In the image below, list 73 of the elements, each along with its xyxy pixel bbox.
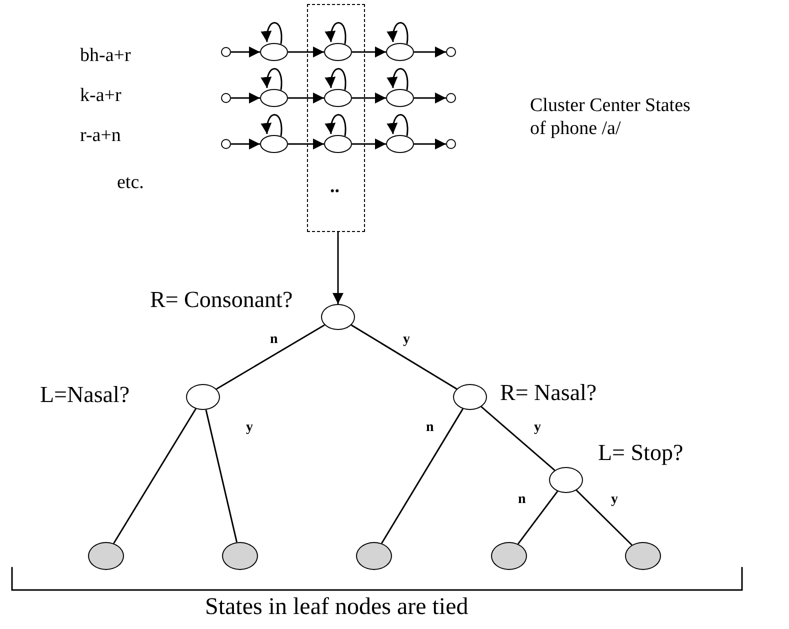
self-loop-arrow	[261, 22, 282, 44]
arrow	[288, 138, 324, 150]
self-loop-arrow	[325, 22, 346, 44]
question-label: L= Stop?	[598, 440, 684, 466]
dashed-group-box	[307, 4, 365, 232]
state-ellipse	[324, 134, 352, 152]
arrow	[288, 92, 324, 104]
entry-exit-state	[446, 47, 456, 57]
branch-line	[113, 408, 196, 544]
self-loop-arrow	[387, 114, 408, 136]
arrow	[352, 92, 386, 104]
caption-text: States in leaf nodes are tied	[205, 594, 468, 621]
model-label: k-a+r	[80, 85, 122, 107]
arrow	[332, 232, 344, 304]
question-label: R= Nasal?	[500, 380, 597, 406]
etc-text: etc.	[117, 172, 144, 194]
state-ellipse	[260, 43, 288, 61]
entry-exit-state	[221, 93, 231, 103]
state-ellipse	[260, 135, 288, 153]
edge-label: n	[518, 492, 526, 508]
branch-line	[216, 324, 325, 390]
arrow	[352, 138, 386, 150]
question-label: L=Nasal?	[40, 382, 130, 408]
self-loop-arrow	[325, 114, 346, 136]
edge-label: n	[426, 420, 434, 436]
entry-exit-state	[446, 93, 456, 103]
decision-node	[453, 384, 487, 410]
model-label: bh-a+r	[80, 45, 131, 67]
branch-line	[517, 490, 558, 544]
self-loop-arrow	[325, 68, 346, 90]
edge-label: y	[534, 420, 541, 436]
decision-node	[321, 304, 355, 330]
edge-label: y	[611, 492, 618, 508]
arrow	[231, 138, 260, 150]
state-ellipse	[324, 88, 352, 106]
self-loop-arrow	[387, 68, 408, 90]
arrow	[231, 46, 260, 58]
self-loop-arrow	[387, 22, 408, 44]
arrow	[414, 92, 446, 104]
edge-label: y	[246, 420, 253, 436]
arrow	[414, 138, 446, 150]
edge-label: y	[403, 332, 410, 348]
arrow	[414, 46, 446, 58]
entry-exit-state	[446, 139, 456, 149]
arrow	[288, 46, 324, 58]
question-label: R= Consonant?	[150, 287, 293, 313]
edge-label: n	[270, 332, 278, 348]
leaf-node	[222, 542, 258, 570]
branch-line	[576, 490, 632, 546]
entry-exit-state	[221, 139, 231, 149]
branch-line	[205, 410, 238, 542]
branch-line	[381, 408, 464, 544]
state-ellipse	[386, 89, 414, 107]
model-label: r-a+n	[80, 125, 121, 147]
self-loop-arrow	[261, 68, 282, 90]
arrow	[352, 46, 386, 58]
leaf-node	[625, 542, 661, 570]
leaf-node	[88, 542, 124, 570]
branch-line	[350, 324, 458, 390]
state-ellipse	[386, 135, 414, 153]
entry-exit-state	[221, 47, 231, 57]
state-ellipse	[324, 42, 352, 60]
arrow	[231, 92, 260, 104]
state-ellipse	[386, 43, 414, 61]
ellipsis-dots: ..	[330, 176, 340, 198]
leaf-node	[491, 542, 527, 570]
leaf-node	[356, 542, 392, 570]
state-ellipse	[260, 89, 288, 107]
branch-line	[480, 406, 556, 471]
decision-node	[549, 467, 583, 493]
self-loop-arrow	[261, 114, 282, 136]
decision-node	[186, 384, 220, 410]
note-text: Cluster Center States of phone /a/	[530, 94, 692, 140]
